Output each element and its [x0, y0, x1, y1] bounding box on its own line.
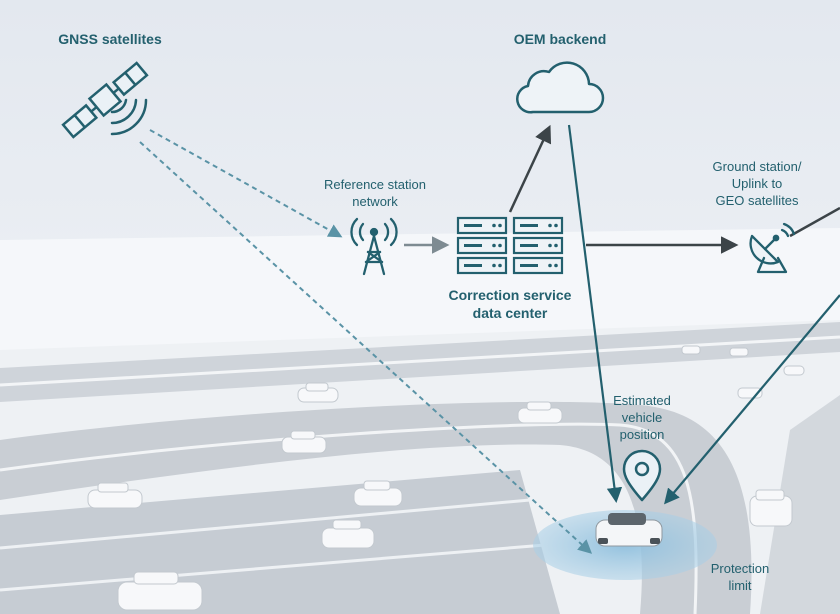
- lower-lane-line-1: [0, 498, 531, 550]
- gnss-satellites-label: GNSS satellites: [58, 31, 162, 47]
- correction-center-label-line: Correction service: [448, 287, 572, 303]
- vehicle: [321, 519, 375, 549]
- road-right: [760, 395, 840, 614]
- geo-to-vehicle-link: [664, 294, 840, 505]
- vehicle: [87, 482, 143, 509]
- traffic: [87, 345, 805, 611]
- vehicle: [783, 365, 805, 376]
- road-ramp: [0, 401, 752, 614]
- vehicle: [117, 571, 203, 611]
- estimated-position-label-line: vehicle: [621, 410, 663, 425]
- reference-station-label-line: network: [352, 194, 398, 209]
- correction-center-label-line: data center: [472, 305, 548, 321]
- horizon-band: [0, 228, 840, 352]
- protection-limit-label-line: Protection: [710, 561, 770, 576]
- server-rack-icon: [456, 216, 564, 275]
- estimated-position-label: Estimated vehicle position: [592, 392, 692, 443]
- center-to-oem-link: [508, 124, 552, 213]
- ground-station-label: Ground station/ Uplink to GEO satellites: [692, 158, 822, 209]
- oem-to-vehicle-link: [567, 124, 623, 504]
- protection-limit-label: Protection limit: [690, 560, 790, 594]
- gnss-to-reference-link: [149, 129, 343, 238]
- correction-center-label: Correction service data center: [425, 286, 595, 322]
- ego-vehicle: [595, 513, 663, 547]
- estimated-position-label-line: Estimated: [613, 393, 671, 408]
- estimated-position-label-line: position: [619, 427, 665, 442]
- connections: [139, 124, 840, 554]
- protection-limit-label-line: limit: [728, 578, 752, 593]
- vehicle: [681, 345, 701, 355]
- vehicle: [353, 480, 403, 507]
- vehicle: [281, 430, 327, 454]
- oem-backend-label: OEM backend: [513, 31, 607, 47]
- vehicle: [729, 347, 749, 357]
- vehicle: [297, 382, 339, 403]
- ground-uplink-link: [789, 206, 840, 238]
- ground-station-label-line: Ground station/: [712, 159, 802, 174]
- vehicle: [749, 489, 793, 527]
- ground-station-label-line: Uplink to: [731, 176, 783, 191]
- satellite-signal-waves: [110, 98, 148, 136]
- satellite-dish-icon: [749, 222, 796, 274]
- cloud-icon: [516, 61, 605, 114]
- reference-station-label: Reference station network: [300, 176, 450, 210]
- satellite-icon: [61, 61, 149, 139]
- location-pin-icon: [622, 449, 662, 502]
- gnss-to-vehicle-link: [139, 141, 593, 554]
- vehicle: [517, 401, 563, 424]
- reference-station-label-line: Reference station: [324, 177, 426, 192]
- lower-lane-line-2: [0, 543, 546, 592]
- ground-station-label-line: GEO satellites: [715, 193, 799, 208]
- road-upper-divider: [0, 335, 840, 387]
- ramp-edge: [0, 422, 698, 614]
- antenna-tower-icon: [350, 217, 398, 276]
